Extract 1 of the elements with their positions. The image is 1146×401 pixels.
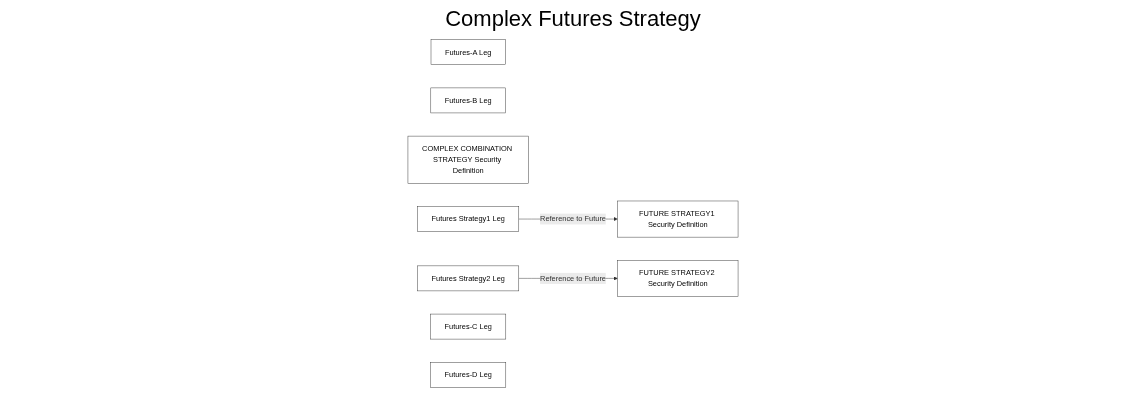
diagram-title: Complex Futures Strategy [444, 6, 702, 32]
